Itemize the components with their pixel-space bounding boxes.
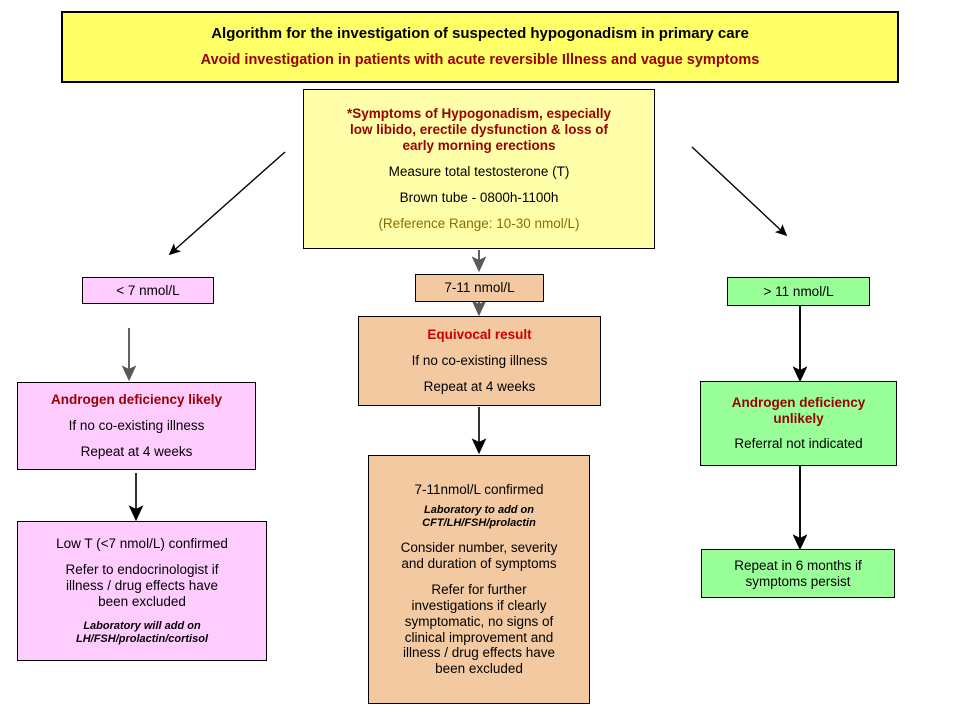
equivocal-result-line-1: If no co-existing illness xyxy=(411,353,548,369)
equivocal-confirmed-note-line-2: CFT/LH/FSH/prolactin xyxy=(422,516,536,529)
start-heading-line-2: low libido, erectile dysfunction & loss … xyxy=(349,122,609,138)
low-confirmed-note-line-2: LH/FSH/prolactin/cortisol xyxy=(75,632,208,645)
equivocal-confirmed-note-line-1: Laboratory to add on xyxy=(424,503,534,516)
normal-result-line-1: Referral not indicated xyxy=(734,436,863,452)
threshold-equivocal: 7-11 nmol/L xyxy=(415,274,544,302)
equivocal-result-line-2: Repeat at 4 weeks xyxy=(423,378,536,394)
start-box-symptoms: *Symptoms of Hypogonadism, especially lo… xyxy=(303,89,655,249)
title-line-2: Avoid investigation in patients with acu… xyxy=(200,52,760,69)
start-measure-line: Measure total testosterone (T) xyxy=(388,164,570,179)
normal-followup-line-1: Repeat in 6 months if xyxy=(734,557,862,573)
equivocal-confirmed-line-4: Refer for further xyxy=(431,581,527,597)
equivocal-confirmed-line-9: been excluded xyxy=(435,661,523,677)
title-banner: Algorithm for the investigation of suspe… xyxy=(61,11,899,83)
start-reference-range: (Reference Range: 10-30 nmol/L) xyxy=(378,215,580,231)
title-line-1: Algorithm for the investigation of suspe… xyxy=(211,24,749,42)
start-heading-line-3: early morning erections xyxy=(402,138,556,154)
threshold-normal-label: > 11 nmol/L xyxy=(763,283,834,299)
normal-result-heading-line-1: Androgen deficiency xyxy=(731,394,866,410)
threshold-normal: > 11 nmol/L xyxy=(727,277,870,306)
equivocal-result-box: Equivocal result If no co-existing illne… xyxy=(358,316,601,406)
equivocal-result-heading: Equivocal result xyxy=(427,327,532,343)
equivocal-confirmed-line-2: Consider number, severity xyxy=(400,539,558,555)
low-confirmed-line-3: illness / drug effects have xyxy=(65,577,219,593)
normal-followup-line-2: symptoms persist xyxy=(745,573,851,589)
arrow-start-to-normal xyxy=(691,146,788,237)
equivocal-confirmed-box: 7-11nmol/L confirmed Laboratory to add o… xyxy=(368,455,590,704)
equivocal-confirmed-line-6: symptomatic, no signs of xyxy=(404,613,554,629)
low-confirmed-line-2: Refer to endocrinologist if xyxy=(65,561,219,577)
start-heading-line-1: *Symptoms of Hypogonadism, especially xyxy=(346,106,612,122)
start-tube-line: Brown tube - 0800h-1100h xyxy=(399,189,559,205)
threshold-equivocal-label: 7-11 nmol/L xyxy=(444,280,515,296)
equivocal-confirmed-line-3: and duration of symptoms xyxy=(401,555,557,571)
arrow-start-to-low xyxy=(168,151,286,256)
low-confirmed-line-1: Low T (<7 nmol/L) confirmed xyxy=(56,535,228,551)
threshold-low: < 7 nmol/L xyxy=(82,277,214,304)
low-confirmed-note-line-1: Laboratory will add on xyxy=(83,619,201,632)
low-result-heading: Androgen deficiency likely xyxy=(50,392,223,408)
equivocal-confirmed-line-5: investigations if clearly xyxy=(411,597,547,613)
normal-result-heading-line-2: unlikely xyxy=(773,410,824,426)
low-confirmed-line-4: been excluded xyxy=(98,593,186,609)
equivocal-confirmed-line-8: illness / drug effects have xyxy=(402,645,556,661)
low-result-line-1: If no co-existing illness xyxy=(68,418,205,434)
equivocal-confirmed-line-1: 7-11nmol/L confirmed xyxy=(414,481,544,497)
low-confirmed-box: Low T (<7 nmol/L) confirmed Refer to end… xyxy=(17,521,267,661)
equivocal-confirmed-line-7: clinical improvement and xyxy=(404,629,554,645)
low-result-line-2: Repeat at 4 weeks xyxy=(80,443,193,459)
normal-followup-box: Repeat in 6 months if symptoms persist xyxy=(701,549,895,598)
threshold-low-label: < 7 nmol/L xyxy=(116,282,180,298)
low-result-box: Androgen deficiency likely If no co-exis… xyxy=(17,382,256,470)
normal-result-box: Androgen deficiency unlikely Referral no… xyxy=(700,381,897,466)
